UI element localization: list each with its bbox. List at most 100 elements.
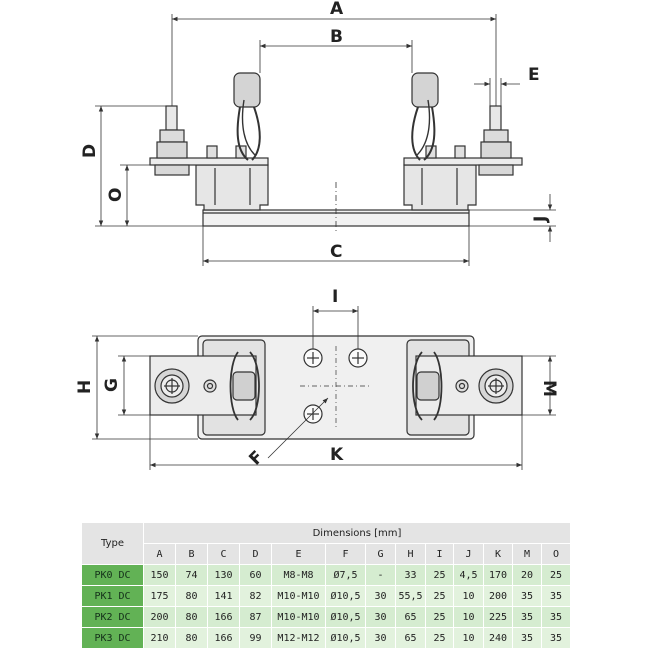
value-cell: 33 (395, 564, 426, 586)
value-cell: M10-M10 (271, 585, 326, 607)
column-header: M (512, 543, 542, 565)
value-cell: 25 (425, 627, 454, 649)
dim-label-f: F (245, 447, 267, 469)
dimensions-header: Dimensions [mm] (142, 522, 572, 544)
column-header: C (207, 543, 240, 565)
type-header: Type (81, 522, 144, 565)
value-cell: 35 (540, 606, 572, 628)
value-cell: 65 (395, 606, 426, 628)
column-header: I (425, 543, 454, 565)
column-header: E (271, 543, 326, 565)
value-cell: 130 (207, 564, 240, 586)
value-cell: 166 (207, 606, 240, 628)
value-cell: 35 (540, 627, 572, 649)
value-cell: 35 (512, 585, 542, 607)
value-cell: 25 (540, 564, 572, 586)
value-cell: 20 (512, 564, 542, 586)
value-cell: Ø10,5 (325, 585, 366, 607)
left-body (195, 164, 269, 211)
value-cell: 60 (239, 564, 272, 586)
top-view-dimensions (92, 306, 556, 470)
dim-label-h: H (75, 380, 95, 394)
value-cell: 200 (143, 606, 176, 628)
column-header: F (325, 543, 366, 565)
value-cell: 35 (512, 606, 542, 628)
column-header: B (175, 543, 208, 565)
dim-label-k: K (330, 445, 344, 465)
value-cell: 240 (483, 627, 513, 649)
value-cell: 35 (512, 627, 542, 649)
value-cell: 166 (207, 627, 240, 649)
left-bolt (165, 105, 178, 131)
dim-label-c: C (330, 242, 342, 262)
value-cell: 4,5 (453, 564, 484, 586)
dim-label-g: G (102, 378, 122, 392)
right-contact (411, 72, 439, 108)
right-bolt (489, 105, 502, 131)
value-cell: 25 (425, 564, 454, 586)
value-cell: 80 (175, 606, 208, 628)
column-header: H (395, 543, 426, 565)
value-cell: Ø7,5 (325, 564, 366, 586)
column-header: A (143, 543, 176, 565)
value-cell: 55,5 (395, 585, 426, 607)
dim-label-j: J (531, 216, 551, 223)
value-cell: 35 (540, 585, 572, 607)
value-cell: 141 (207, 585, 240, 607)
value-cell: 80 (175, 585, 208, 607)
dim-label-d: D (80, 144, 100, 158)
type-cell: PK1 DC (81, 585, 144, 607)
value-cell: 74 (175, 564, 208, 586)
value-cell: 30 (365, 585, 396, 607)
top-view (149, 335, 523, 440)
value-cell: 10 (453, 585, 484, 607)
value-cell: 80 (175, 627, 208, 649)
column-header: D (239, 543, 272, 565)
value-cell: 225 (483, 606, 513, 628)
value-cell: 210 (143, 627, 176, 649)
value-cell: - (365, 564, 396, 586)
value-cell: 25 (425, 606, 454, 628)
value-cell: 10 (453, 606, 484, 628)
value-cell: 30 (365, 627, 396, 649)
value-cell: 99 (239, 627, 272, 649)
value-cell: 30 (365, 606, 396, 628)
value-cell: 25 (425, 585, 454, 607)
value-cell: Ø10,5 (325, 627, 366, 649)
value-cell: M10-M10 (271, 606, 326, 628)
value-cell: 175 (143, 585, 176, 607)
value-cell: 82 (239, 585, 272, 607)
type-cell: PK3 DC (81, 627, 144, 649)
dim-label-b: B (330, 27, 343, 47)
column-header: J (453, 543, 484, 565)
column-header: K (483, 543, 513, 565)
dim-label-o: O (106, 188, 126, 202)
value-cell: M12-M12 (271, 627, 326, 649)
technical-drawing: A B E D O C J (75, 0, 559, 470)
right-body (403, 164, 477, 211)
value-cell: 200 (483, 585, 513, 607)
side-view (149, 72, 523, 234)
column-header: O (540, 543, 572, 565)
dim-label-i: I (332, 287, 338, 307)
value-cell: 65 (395, 627, 426, 649)
type-cell: PK0 DC (81, 564, 144, 586)
column-header: G (365, 543, 396, 565)
dim-label-e: E (528, 65, 540, 85)
type-cell: PK2 DC (81, 606, 144, 628)
value-cell: M8-M8 (271, 564, 326, 586)
dim-label-a: A (330, 0, 344, 19)
value-cell: 150 (143, 564, 176, 586)
value-cell: Ø10,5 (325, 606, 366, 628)
left-contact (233, 72, 261, 108)
value-cell: 10 (453, 627, 484, 649)
value-cell: 87 (239, 606, 272, 628)
side-view-dimensions (95, 14, 556, 266)
